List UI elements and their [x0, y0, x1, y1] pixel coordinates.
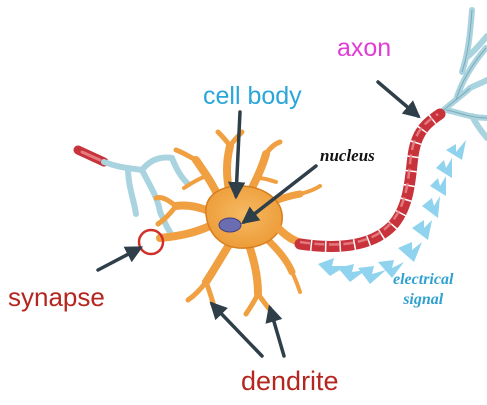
- dendrite-pointer-arrow-left: [212, 304, 262, 356]
- cell-body-label: cell body: [203, 84, 302, 109]
- incoming-axon: [78, 150, 188, 232]
- synapse-pointer-arrow: [98, 248, 140, 270]
- cell-body: [206, 186, 282, 248]
- nucleus-shape: [219, 218, 241, 232]
- electrical-signal-label-line1: electrical: [393, 270, 453, 290]
- axon-terminal-branches: [436, 10, 487, 138]
- axon-pointer-arrow: [378, 82, 418, 116]
- cell-body-pointer-arrow: [236, 112, 240, 196]
- electrical-signal-label-line2: signal: [393, 290, 453, 310]
- axon-label: axon: [337, 36, 391, 61]
- electrical-signal-label: electrical signal: [393, 270, 453, 310]
- nucleus-label: nucleus: [320, 147, 375, 164]
- dendrite-label: dendrite: [241, 368, 339, 395]
- synapse-circle: [139, 230, 163, 254]
- synapse-label: synapse: [8, 284, 105, 310]
- dendrite-pointer-arrow-right: [270, 308, 284, 356]
